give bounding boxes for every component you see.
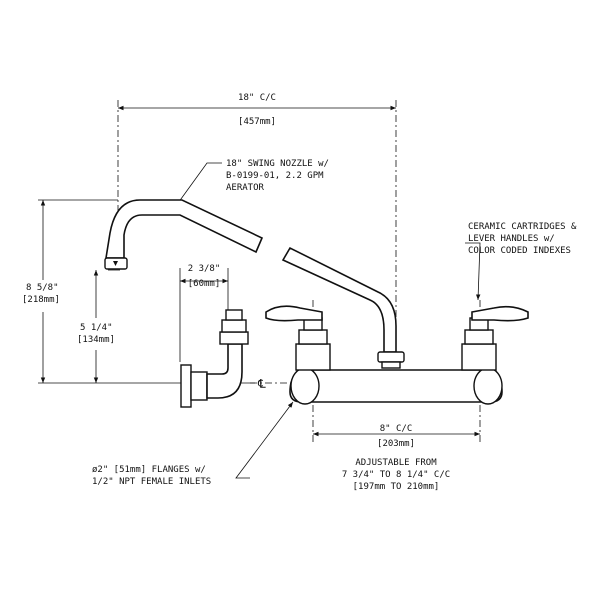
adjustable-note-line1: ADJUSTABLE FROM bbox=[355, 458, 437, 468]
right-valve-assembly bbox=[461, 305, 529, 371]
handle-cc-mm-label: [203mm] bbox=[377, 439, 415, 449]
handle-cc-label: 8" C/C bbox=[380, 424, 413, 434]
right-lever-handle bbox=[471, 305, 529, 322]
overall-cc-mm-label: [457mm] bbox=[238, 117, 276, 127]
flanges-note-line2: 1/2" NPT FEMALE INLETS bbox=[92, 477, 211, 487]
swing-nozzle bbox=[104, 199, 264, 270]
flange-offset-mm-label: [60mm] bbox=[188, 279, 221, 289]
left-valve-assembly bbox=[265, 305, 331, 371]
nozzle-note-line3: AERATOR bbox=[226, 183, 265, 193]
spout-body bbox=[281, 246, 405, 369]
adjustable-note-line3: [197mm TO 210mm] bbox=[353, 482, 440, 492]
overall-cc-label: 18" C/C bbox=[238, 93, 276, 103]
flange-elbow bbox=[180, 309, 249, 408]
leader-lines bbox=[172, 162, 481, 479]
height-total-label: 8 5/8" bbox=[26, 283, 59, 293]
left-lever-handle bbox=[265, 305, 323, 322]
spout-height-label: 5 1/4" bbox=[80, 323, 113, 333]
nozzle-note-line1: 18" SWING NOZZLE w/ bbox=[226, 159, 329, 169]
flange-offset-label: 2 3/8" bbox=[188, 264, 221, 274]
centerline-symbol: ℄ bbox=[257, 377, 266, 391]
adjustable-note-line2: 7 3/4" TO 8 1/4" C/C bbox=[342, 470, 450, 480]
spout-height-mm-label: [134mm] bbox=[77, 335, 115, 345]
labels: 18" C/C [457mm] 18" SWING NOZZLE w/ B-01… bbox=[22, 93, 577, 492]
cartridges-note-line3: COLOR CODED INDEXES bbox=[468, 246, 571, 256]
faucet-body bbox=[289, 367, 503, 405]
cartridges-note-line1: CERAMIC CARTRIDGES & bbox=[468, 222, 577, 232]
height-total-mm-label: [218mm] bbox=[22, 295, 60, 305]
flanges-note-line1: ø2" [51mm] FLANGES w/ bbox=[92, 465, 206, 475]
nozzle-note-line2: B-0199-01, 2.2 GPM bbox=[226, 171, 324, 181]
cartridges-note-line2: LEVER HANDLES w/ bbox=[468, 234, 555, 244]
